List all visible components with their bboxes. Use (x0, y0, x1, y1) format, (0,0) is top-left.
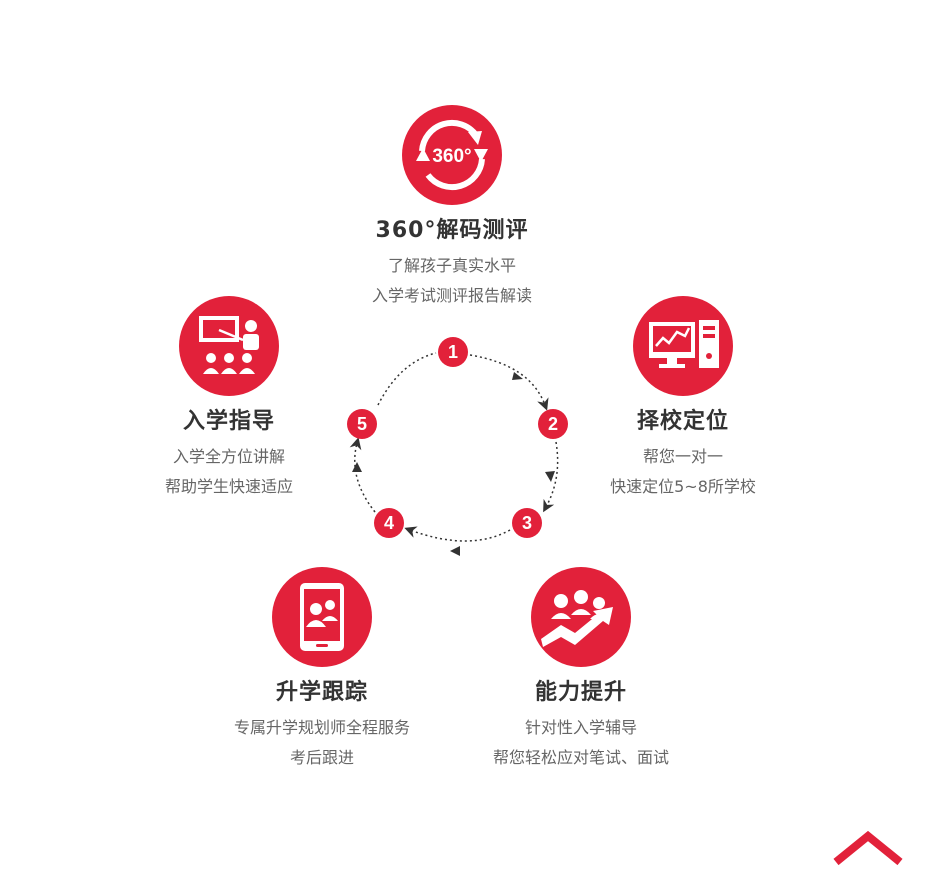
step-desc-line: 了解孩子真实水平 (387, 256, 516, 275)
cycle-arrow-5-1 (377, 352, 437, 406)
rotate-label: 360° (432, 146, 471, 167)
tablet-users-icon (272, 567, 372, 667)
step-badge-2: 2 (538, 409, 568, 439)
arrowhead-1 (512, 372, 523, 380)
step-desc-line: 入学全方位讲解 (172, 447, 285, 466)
scroll-top-button[interactable] (832, 826, 904, 872)
computer-chart-icon (633, 296, 733, 396)
arrowhead-4 (352, 462, 362, 472)
step-block-assessment: 360° 360°解码测评 了解孩子真实水平 入学考试测评报告解读 (302, 105, 602, 311)
step-desc-assessment: 了解孩子真实水平 入学考试测评报告解读 (372, 251, 532, 311)
step-desc-ability: 针对性入学辅导 帮您轻松应对笔试、面试 (493, 713, 669, 773)
step-badge-3: 3 (512, 508, 542, 538)
step-title-assessment: 360°解码测评 (375, 218, 529, 243)
step-title-tracking: 升学跟踪 (275, 680, 368, 705)
step-desc-line: 专属升学规划师全程服务 (233, 718, 410, 737)
arrowhead-2 (545, 471, 555, 482)
step-block-ability: 能力提升 针对性入学辅导 帮您轻松应对笔试、面试 (431, 567, 731, 773)
step-block-school-positioning: 择校定位 帮您一对一 快速定位5~8所学校 (533, 296, 833, 502)
arrowhead-3 (450, 546, 460, 556)
step-block-guidance: 入学指导 入学全方位讲解 帮助学生快速适应 (79, 296, 379, 502)
step-desc-school-positioning: 帮您一对一 快速定位5~8所学校 (610, 442, 756, 502)
growth-arrow-icon (531, 567, 631, 667)
step-desc-line: 帮您一对一 (642, 447, 723, 466)
step-block-tracking: 升学跟踪 专属升学规划师全程服务 考后跟进 (172, 567, 472, 773)
classroom-teacher-icon (179, 296, 279, 396)
step-desc-line: 入学考试测评报告解读 (371, 286, 532, 305)
step-desc-line: 帮您轻松应对笔试、面试 (492, 748, 669, 767)
step-title-guidance: 入学指导 (182, 409, 275, 434)
step-desc-guidance: 入学全方位讲解 帮助学生快速适应 (165, 442, 293, 502)
step-desc-tracking: 专属升学规划师全程服务 考后跟进 (234, 713, 410, 773)
cycle-arrow-2-3 (543, 441, 559, 513)
step-badge-5: 5 (347, 409, 377, 439)
chevron-up-icon (833, 830, 903, 866)
step-title-ability: 能力提升 (534, 680, 627, 705)
step-badge-1: 1 (438, 337, 468, 367)
step-desc-line: 快速定位5~8所学校 (610, 477, 756, 496)
360-rotate-icon: 360° (402, 105, 502, 205)
cycle-arrow-1-2 (469, 354, 549, 411)
step-desc-line: 帮助学生快速适应 (164, 477, 293, 496)
step-title-school-positioning: 择校定位 (636, 409, 729, 434)
cycle-arrow-3-4 (404, 526, 511, 542)
step-desc-line: 考后跟进 (289, 748, 354, 767)
step-badge-4: 4 (374, 508, 404, 538)
step-desc-line: 针对性入学辅导 (524, 718, 637, 737)
